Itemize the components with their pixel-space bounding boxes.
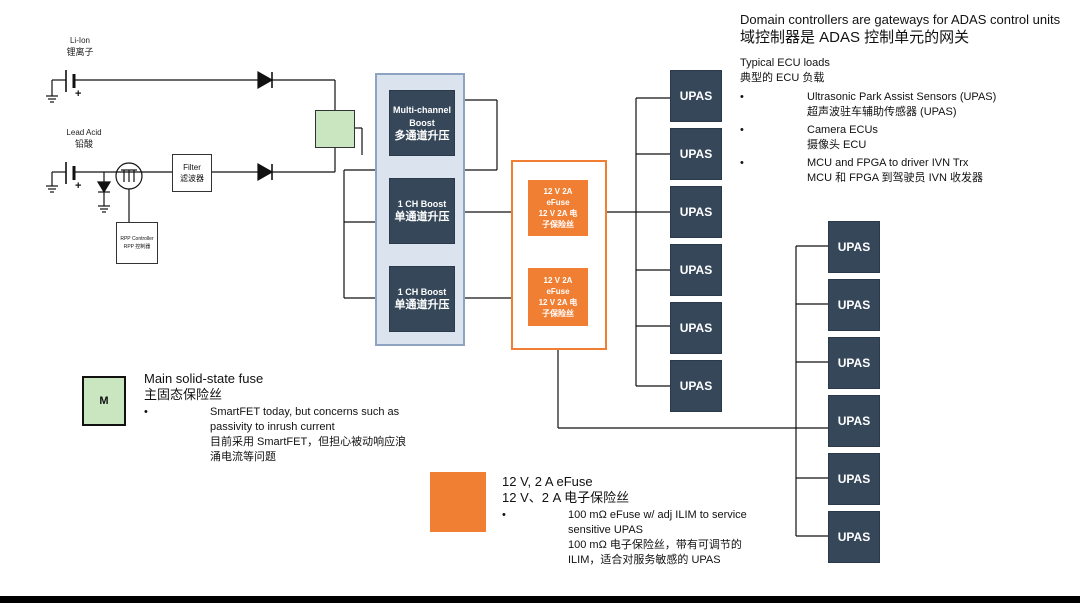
upas-label: UPAS [679, 89, 713, 103]
ecu-load-en: Ultrasonic Park Assist Sensors (UPAS) [807, 91, 997, 103]
single-channel-boost-1: 1 CH Boost 单通道升压 [389, 178, 455, 244]
upas-box-a1: UPAS [670, 70, 722, 122]
rpp-label-en: RPP Controller [120, 236, 154, 242]
ecu-load-item: • Ultrasonic Park Assist Sensors (UPAS) … [740, 90, 1075, 120]
bullet-icon: • [502, 509, 506, 521]
main-fuse-note-en: SmartFET today, but concerns such as pas… [210, 406, 400, 433]
multi-channel-boost: Multi-channel Boost 多通道升压 [389, 90, 455, 156]
efuse-legend-title-en: 12 V, 2 A eFuse [502, 474, 593, 489]
boost-label-cn: 单通道升压 [394, 211, 450, 223]
rpp-label-cn: RPP 控制器 [123, 244, 151, 250]
upas-box-b2: UPAS [828, 279, 880, 331]
upas-label: UPAS [837, 298, 871, 312]
domain-title-cn: 域控制器是 ADAS 控制单元的网关 [740, 29, 970, 46]
upas-box-b4: UPAS [828, 395, 880, 447]
lead-acid-label-cn: 铅酸 [74, 139, 93, 149]
svg-text:+: + [75, 88, 81, 100]
upas-box-a5: UPAS [670, 302, 722, 354]
bullet-icon: • [144, 406, 148, 418]
upas-box-a6: UPAS [670, 360, 722, 412]
efuse-legend: 12 V, 2 A eFuse 12 V、2 A 电子保险丝 • 100 mΩ … [502, 474, 762, 568]
boost-label-cn: 多通道升压 [394, 129, 450, 142]
upas-label: UPAS [837, 414, 871, 428]
upas-label: UPAS [679, 379, 713, 393]
upas-box-b1: UPAS [828, 221, 880, 273]
efuse-line: 12 V 2A [543, 276, 573, 285]
upas-label: UPAS [837, 240, 871, 254]
main-fuse-title-en: Main solid-state fuse [144, 371, 264, 386]
liion-label-en: Li-Ion [69, 36, 90, 45]
domain-title-en: Domain controllers are gateways for ADAS… [740, 12, 1061, 27]
ecu-load-item: • MCU and FPGA to driver IVN Trx MCU 和 F… [740, 156, 1075, 186]
liion-label: Li-Ion 锂离子 [52, 36, 108, 58]
lead-acid-label-en: Lead Acid [66, 128, 102, 137]
main-fuse-title-cn: 主固态保险丝 [144, 387, 223, 402]
typical-loads-en: Typical ECU loads [740, 57, 830, 69]
main-fuse-symbol-text: M [99, 395, 109, 407]
efuse-line: eFuse [546, 287, 570, 296]
upas-label: UPAS [837, 472, 871, 486]
efuse-line: 12 V 2A 电 [538, 209, 578, 218]
upas-box-b3: UPAS [828, 337, 880, 389]
ecu-load-cn: 超声波驻车辅助传感器 (UPAS) [807, 106, 957, 118]
efuse-line: 12 V 2A [543, 187, 573, 196]
ecu-load-en: Camera ECUs [807, 124, 878, 136]
upas-label: UPAS [837, 530, 871, 544]
upas-box-a2: UPAS [670, 128, 722, 180]
filter-box: Filter 滤波器 [172, 154, 212, 192]
rpp-controller-box: RPP Controller RPP 控制器 [116, 222, 158, 264]
boost-label-en2: Boost [409, 117, 435, 128]
efuse-legend-note-en: 100 mΩ eFuse w/ adj ILIM to service sens… [568, 509, 747, 536]
filter-label-cn: 滤波器 [180, 174, 204, 183]
upas-box-b6: UPAS [828, 511, 880, 563]
liion-label-cn: 锂离子 [66, 47, 94, 57]
ecu-load-list: • Ultrasonic Park Assist Sensors (UPAS) … [740, 90, 1075, 186]
upas-box-b5: UPAS [828, 453, 880, 505]
lead-acid-label: Lead Acid 铅酸 [56, 128, 112, 150]
boost-label-en: 1 CH Boost [397, 199, 447, 209]
boost-label-en: 1 CH Boost [397, 287, 447, 297]
efuse-legend-symbol [430, 472, 486, 532]
upas-label: UPAS [679, 263, 713, 277]
efuse-legend-title-cn: 12 V、2 A 电子保险丝 [502, 490, 630, 505]
typical-loads-cn: 典型的 ECU 负载 [740, 72, 825, 84]
boost-label-en: Multi-channel [393, 104, 451, 115]
efuse-legend-bullet: • 100 mΩ eFuse w/ adj ILIM to service se… [502, 508, 762, 568]
upas-label: UPAS [837, 356, 871, 370]
main-fuse-bullet: • SmartFET today, but concerns such as p… [144, 405, 414, 465]
bullet-icon: • [740, 124, 744, 136]
efuse-line: eFuse [546, 198, 570, 207]
boost-label-cn: 单通道升压 [394, 299, 450, 311]
ecu-load-cn: MCU 和 FPGA 到驾驶员 IVN 收发器 [807, 172, 984, 184]
bullet-icon: • [740, 157, 744, 169]
main-fuse-legend: Main solid-state fuse 主固态保险丝 • SmartFET … [144, 371, 414, 465]
main-fuse-block [315, 110, 355, 148]
efuse-line: 子保险丝 [542, 220, 574, 229]
ecu-load-en: MCU and FPGA to driver IVN Trx [807, 157, 969, 169]
ecu-load-item: • Camera ECUs 摄像头 ECU [740, 123, 1075, 153]
ecu-load-cn: 摄像头 ECU [807, 139, 867, 151]
efuse-line: 子保险丝 [542, 309, 574, 318]
upas-label: UPAS [679, 147, 713, 161]
svg-text:+: + [75, 180, 81, 192]
bullet-icon: • [740, 91, 744, 103]
efuse-2: 12 V 2A eFuse 12 V 2A 电 子保险丝 [528, 268, 588, 326]
efuse-legend-note-cn: 100 mΩ 电子保险丝，带有可调节的 ILIM，适合对服务敏感的 UPAS [568, 539, 742, 566]
upas-box-a3: UPAS [670, 186, 722, 238]
upas-box-a4: UPAS [670, 244, 722, 296]
single-channel-boost-2: 1 CH Boost 单通道升压 [389, 266, 455, 332]
upas-label: UPAS [679, 321, 713, 335]
main-fuse-legend-symbol: M [82, 376, 126, 426]
main-fuse-note-cn: 目前采用 SmartFET，但担心被动响应浪涌电流等问题 [210, 436, 407, 463]
efuse-line: 12 V 2A 电 [538, 298, 578, 307]
domain-description: Domain controllers are gateways for ADAS… [740, 12, 1075, 186]
efuse-1: 12 V 2A eFuse 12 V 2A 电 子保险丝 [528, 180, 588, 236]
upas-label: UPAS [679, 205, 713, 219]
filter-label-en: Filter [183, 163, 201, 172]
